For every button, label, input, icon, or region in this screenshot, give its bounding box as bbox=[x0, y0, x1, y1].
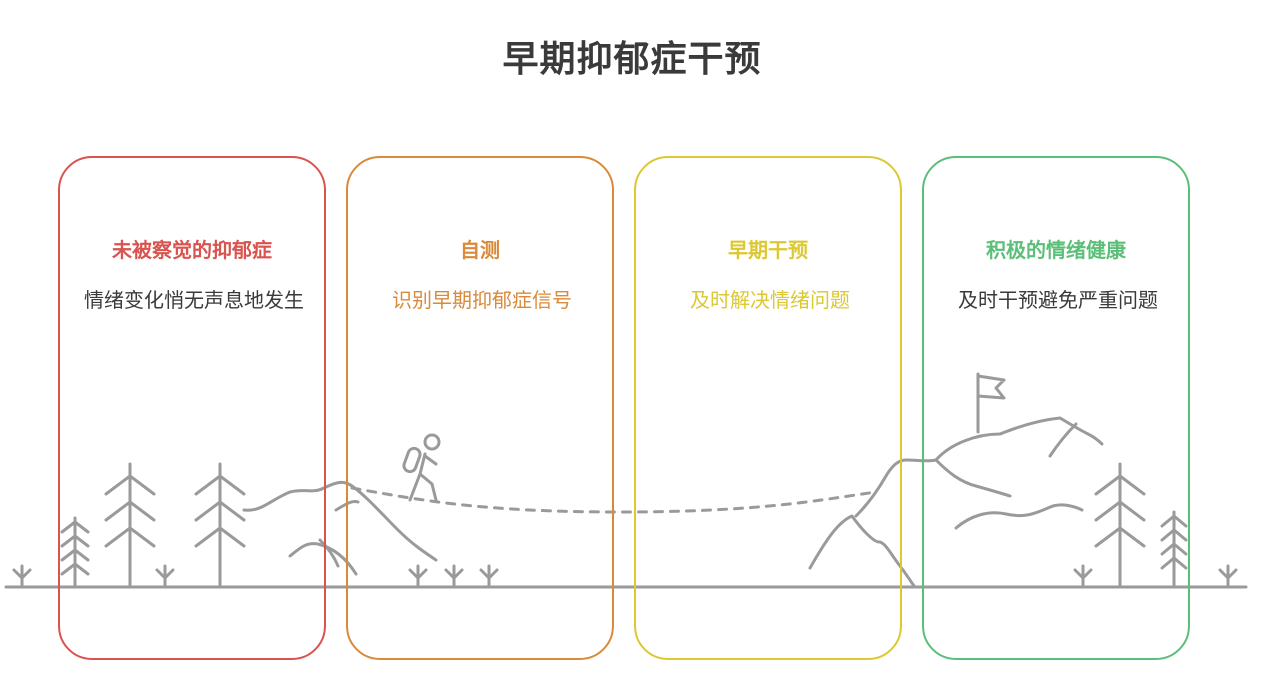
tree-icon bbox=[1094, 462, 1146, 587]
stage-card-early-intervention: 早期干预 及时解决情绪问题 bbox=[634, 156, 902, 660]
stage-card-positive-health: 积极的情绪健康 及时干预避免严重问题 bbox=[922, 156, 1190, 660]
grass-icon bbox=[12, 564, 32, 587]
grass-icon bbox=[1073, 564, 1093, 587]
stage-description: 及时解决情绪问题 bbox=[690, 288, 850, 312]
grass-icon bbox=[408, 564, 428, 587]
stage-description: 及时干预避免严重问题 bbox=[958, 288, 1158, 312]
stage-title: 积极的情绪健康 bbox=[986, 238, 1126, 262]
stage-card-undetected: 未被察觉的抑郁症 情绪变化悄无声息地发生 bbox=[58, 156, 326, 660]
trail-path bbox=[350, 486, 878, 514]
stage-title: 未被察觉的抑郁症 bbox=[112, 238, 272, 262]
mountain-icon bbox=[808, 416, 1104, 588]
stage-card-self-test: 自测 识别早期抑郁症信号 bbox=[346, 156, 614, 660]
stage-description: 情绪变化悄无声息地发生 bbox=[84, 288, 304, 312]
stage-description: 识别早期抑郁症信号 bbox=[392, 288, 572, 312]
stage-title: 早期干预 bbox=[728, 238, 808, 262]
grass-icon bbox=[479, 564, 499, 587]
flag-icon bbox=[976, 372, 1006, 434]
tree-icon bbox=[194, 462, 246, 587]
hiker-icon bbox=[402, 433, 441, 502]
stage-title: 自测 bbox=[460, 238, 500, 262]
tree-icon bbox=[60, 516, 90, 587]
grass-icon bbox=[444, 564, 464, 587]
grass-icon bbox=[1218, 564, 1238, 587]
page-title: 早期抑郁症干预 bbox=[502, 39, 762, 80]
tree-icon bbox=[1160, 510, 1188, 587]
tree-icon bbox=[104, 462, 156, 587]
grass-icon bbox=[155, 564, 175, 587]
